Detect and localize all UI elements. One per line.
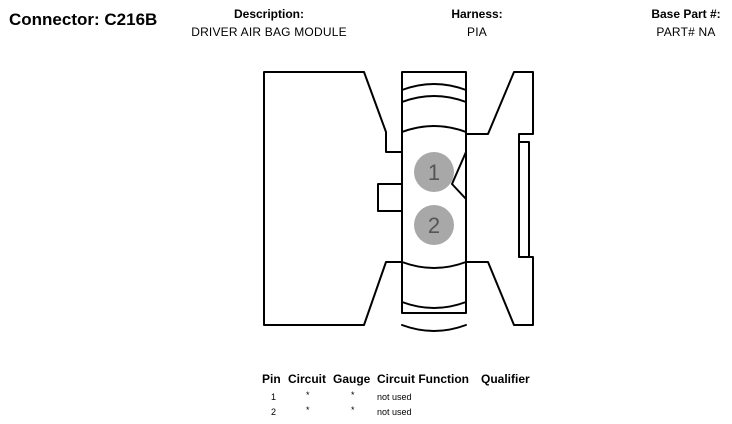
connector-left-body [263,71,403,326]
row-1-function: not used [377,392,412,402]
row-1-circuit: * [306,390,310,400]
harness-value: PIA [467,25,487,39]
row-2-pin: 2 [271,407,277,417]
column-qualifier: Qualifier [481,372,530,386]
connector-latch [518,141,530,258]
column-circuit-function: Circuit Function [377,372,469,386]
description-value: DRIVER AIR BAG MODULE [191,25,347,39]
connector-title: Connector: C216B [9,10,158,29]
pin-cavity-1 [414,152,454,192]
row-1-pin: 1 [271,392,277,402]
base-part-value: PART# NA [656,25,716,39]
connector-notch [451,151,467,200]
connector-right-body [465,71,534,326]
base-part-label: Base Part #: [651,7,721,21]
column-gauge: Gauge [333,372,371,386]
column-circuit: Circuit [288,372,327,386]
connector-center-column [401,71,467,314]
harness-label: Harness: [451,7,503,21]
row-2-circuit: * [306,405,310,415]
column-pin: Pin [262,372,281,386]
row-2-function: not used [377,407,412,417]
pin-cavities: 1 2 [414,152,454,245]
pin-cavity-2 [414,205,454,245]
pin-number-1: 1 [428,160,440,185]
row-2-gauge: * [351,405,355,415]
row-1-gauge: * [351,390,355,400]
pin-number-2: 2 [428,213,440,238]
description-label: Description: [233,7,304,21]
